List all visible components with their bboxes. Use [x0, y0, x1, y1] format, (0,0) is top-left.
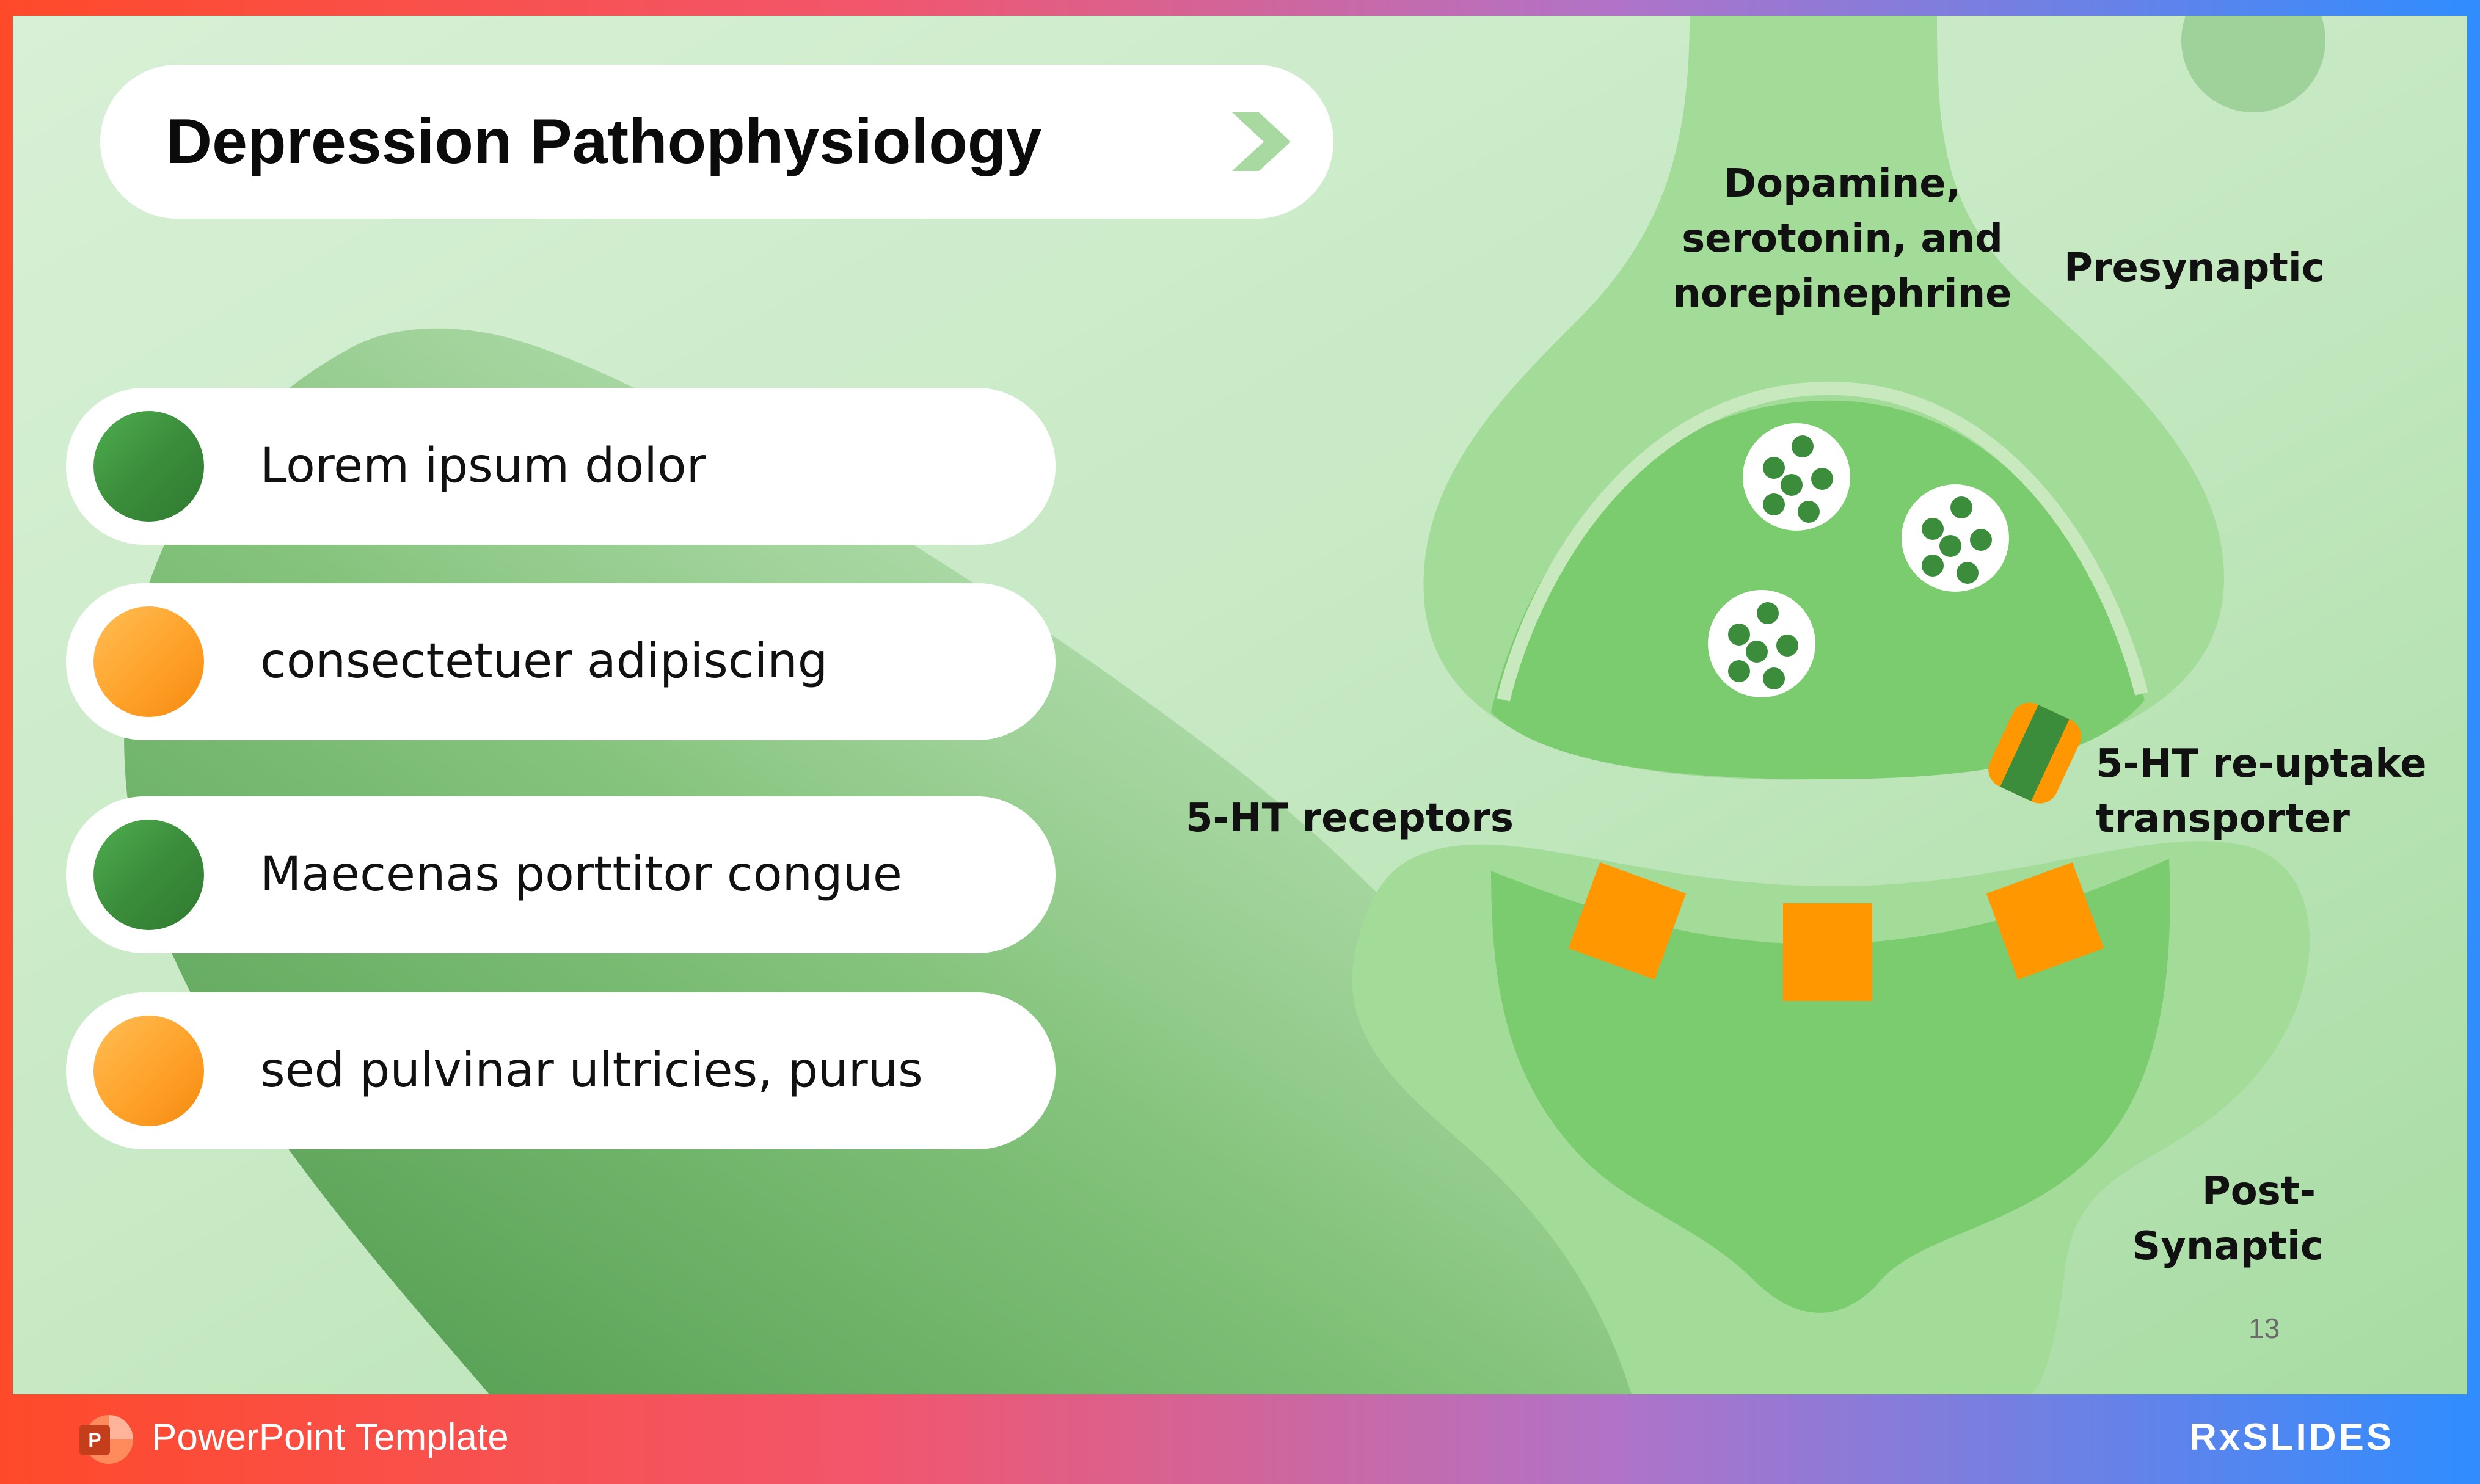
neurotransmitters-label: Dopamine, serotonin, and norepinephrine — [1672, 161, 2012, 316]
decorative-circle — [2181, 16, 2325, 112]
list-item-label: Maecenas porttitor congue — [260, 847, 902, 902]
slide: Depression Pathophysiology Lorem ipsum d… — [13, 16, 2467, 1394]
presynaptic-label: Presynaptic — [2064, 246, 2325, 291]
bullet-icon — [93, 411, 204, 522]
5ht-receptor — [1986, 862, 2104, 980]
bullet-icon — [93, 1016, 204, 1126]
title-bar: Depression Pathophysiology — [100, 65, 1333, 219]
list-item: Lorem ipsum dolor — [66, 388, 1056, 545]
vesicle — [1708, 590, 1815, 697]
postsynaptic-label: Post- Synaptic — [2132, 1169, 2324, 1269]
bullet-icon — [93, 820, 204, 930]
slide-title: Depression Pathophysiology — [166, 106, 1042, 177]
vesicle — [1902, 484, 2009, 592]
receptors-label: 5-HT receptors — [1186, 796, 1514, 841]
svg-text:P: P — [88, 1429, 101, 1451]
chevron-right-icon — [1232, 112, 1291, 171]
list-item: sed pulvinar ultricies, purus — [66, 992, 1056, 1149]
transporter-label: 5-HT re-uptake transporter — [2096, 741, 2427, 842]
vesicle — [1743, 423, 1850, 531]
footer-label: PowerPoint Template — [151, 1416, 509, 1458]
page-number: 13 — [2248, 1312, 2280, 1344]
list-item: consectetuer adipiscing — [66, 583, 1056, 740]
postsynaptic-neuron — [1491, 859, 2170, 1313]
list-item-label: Lorem ipsum dolor — [260, 438, 706, 493]
terminal-membrane — [1497, 381, 2148, 702]
list-item-label: sed pulvinar ultricies, purus — [260, 1043, 923, 1098]
5ht-receptor — [1783, 903, 1872, 1001]
reuptake-transporter — [1988, 702, 2081, 804]
rxslides-logo: RxSLIDES — [2189, 1416, 2394, 1458]
5ht-receptor — [1568, 862, 1687, 980]
bullet-icon — [93, 606, 204, 717]
list-item: Maecenas porttitor congue — [66, 796, 1056, 953]
list-item-label: consectetuer adipiscing — [260, 634, 828, 689]
powerpoint-icon: P — [79, 1415, 133, 1464]
